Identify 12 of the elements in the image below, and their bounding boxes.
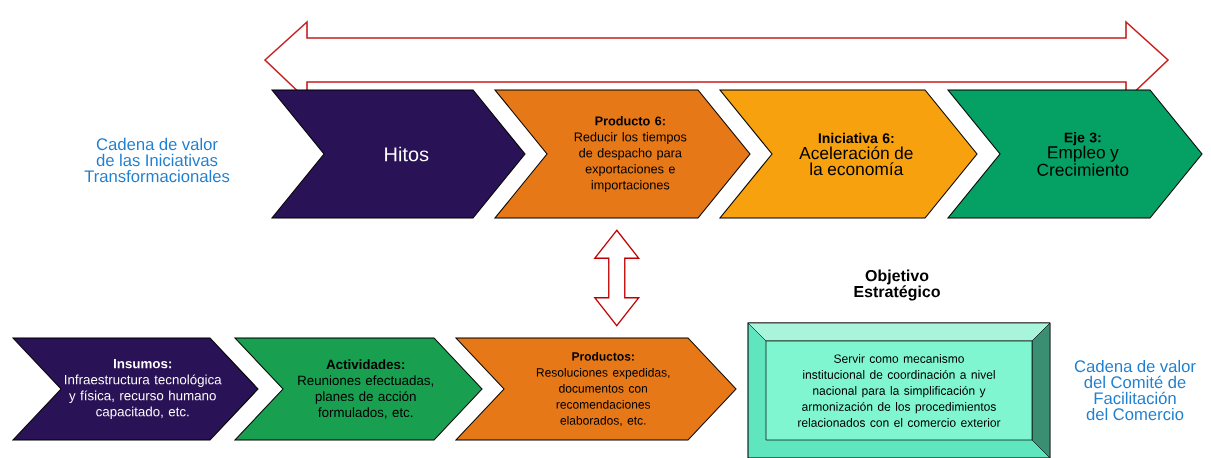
process-step: Eje 3: Empleo y Crecimiento [946, 89, 1203, 219]
chain-label: Cadena de valor del Comité de Facilitación del Comercio [1074, 359, 1196, 421]
process-step: Actividades: Reuniones efectuadas, planes de acción formulados, etc. [233, 337, 483, 441]
process-step: Producto 6: Reducir los tiempos de despacho para exportaciones e importaciones [493, 89, 751, 219]
chain-label: Cadena de valor de las Iniciativas Transformacionales [84, 137, 230, 183]
process-step: Iniciativa 6: Aceleración de la economía [718, 89, 978, 219]
objective-box: Servir como mecanismo institucional de coordinación a nivel nacional para la simplificación y armonización de los procedimientos relacionados con el comercio exterior [747, 322, 1051, 458]
process-step: Hitos [270, 89, 526, 219]
box-heading: Objetivo Estratégico [854, 269, 940, 301]
process-step: Productos: Resoluciones expedidas, documentos con recomendaciones elaborados, etc. [454, 337, 737, 441]
process-step: Insumos: Infraestructura tecnológica y física, recurso humano capacitado, etc. [11, 337, 259, 441]
double-arrow [593, 229, 641, 327]
